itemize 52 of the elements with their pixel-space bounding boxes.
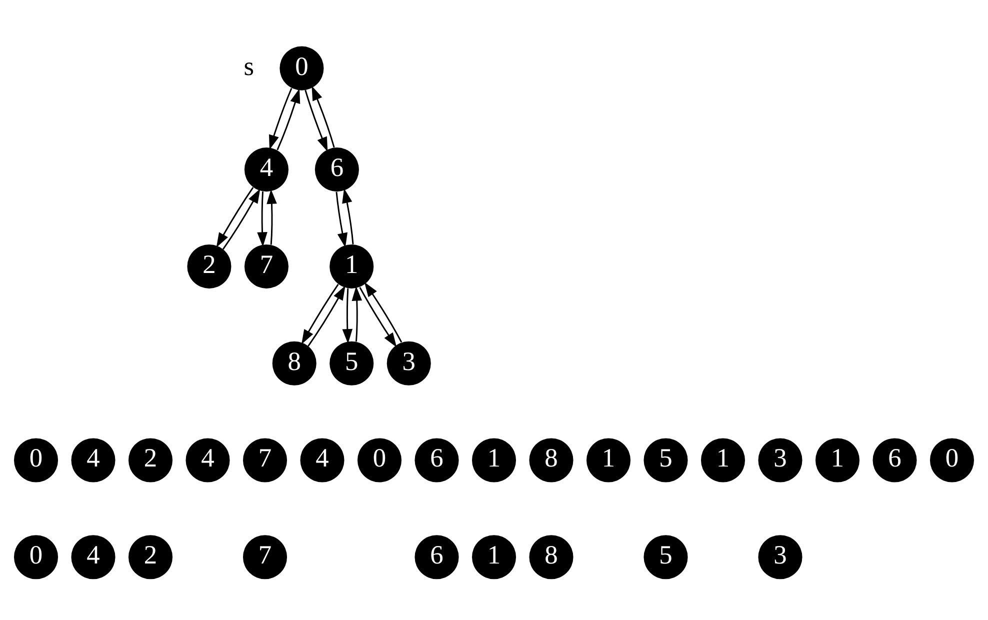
node-circle: 8 xyxy=(272,340,316,385)
node-circle: 8 xyxy=(529,438,574,482)
node-circle: 4 xyxy=(71,438,116,482)
arrow xyxy=(352,286,362,342)
arrow xyxy=(308,284,346,346)
node-circle: 4 xyxy=(300,438,344,482)
node-circle: 2 xyxy=(187,244,232,288)
node-circle: 5 xyxy=(330,340,374,385)
node-circle: 1 xyxy=(472,534,516,579)
node-circle: 3 xyxy=(758,438,802,482)
node-circle: 5 xyxy=(644,438,688,482)
node-circle: 4 xyxy=(186,438,230,482)
node-circle: 2 xyxy=(128,534,173,579)
node-circle: 1 xyxy=(472,438,516,482)
arrow xyxy=(364,282,402,342)
arrow xyxy=(216,186,254,248)
arrow xyxy=(336,191,348,248)
node-circle: 1 xyxy=(815,438,860,482)
node-circle: 6 xyxy=(414,438,459,482)
arrow xyxy=(312,85,335,148)
node-label: s xyxy=(244,50,254,80)
arrow xyxy=(342,188,354,244)
arrow xyxy=(266,188,277,244)
arrow xyxy=(268,87,292,150)
node-circle: 0 xyxy=(14,438,58,482)
node-circle: 4 xyxy=(244,147,288,192)
node-circle: 6 xyxy=(872,438,917,482)
node-circle: 0 xyxy=(280,46,324,90)
node-circle: 0 xyxy=(357,438,402,482)
node-circle: 0 xyxy=(14,534,58,579)
arrow xyxy=(359,286,397,347)
node-circle: 1 xyxy=(330,244,374,288)
node-circle: 3 xyxy=(758,534,802,579)
node-circle: 7 xyxy=(242,438,288,482)
arrow xyxy=(342,288,353,344)
node-circle: 5 xyxy=(644,534,688,579)
node-circle: 6 xyxy=(414,534,459,579)
arrow xyxy=(276,88,300,150)
arrow xyxy=(301,283,339,344)
node-circle: 2 xyxy=(128,438,173,482)
node-circle: 1 xyxy=(700,438,746,482)
node-circle: 3 xyxy=(386,340,431,385)
node-circle: 1 xyxy=(586,438,631,482)
arrow xyxy=(257,190,268,246)
node-circle: 6 xyxy=(314,147,359,192)
node-circle: 8 xyxy=(529,534,574,579)
arrow xyxy=(304,89,328,152)
node-circle: 7 xyxy=(242,534,288,579)
node-circle: 4 xyxy=(71,534,116,579)
arrow xyxy=(222,188,260,250)
node-circle: 0 xyxy=(930,438,974,482)
node-circle: 7 xyxy=(244,244,288,288)
